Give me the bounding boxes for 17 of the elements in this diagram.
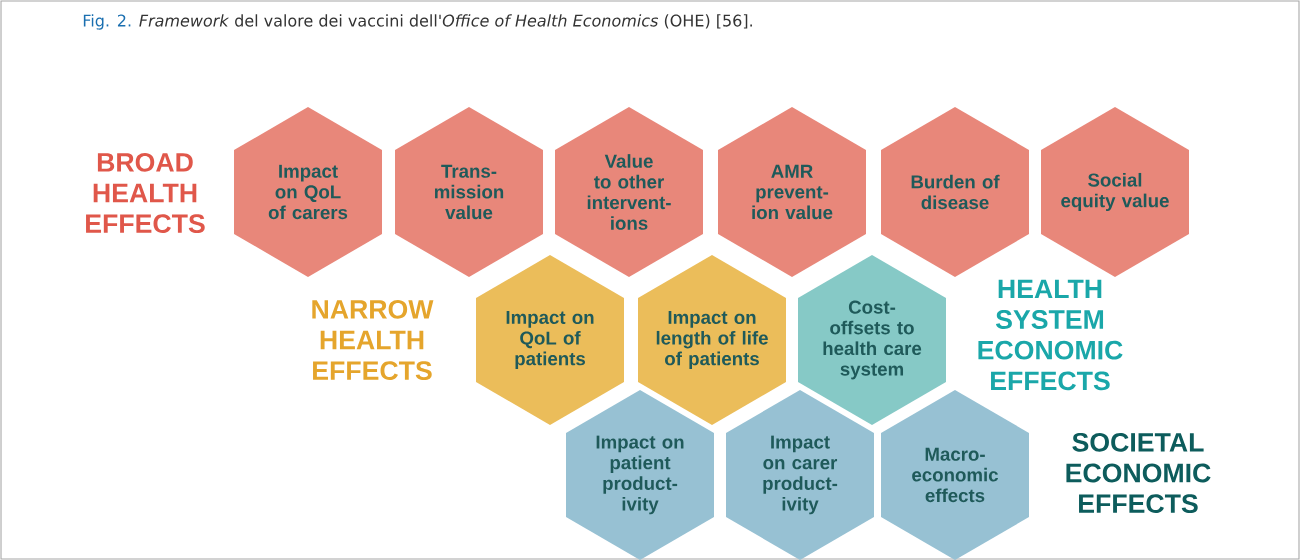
hexagon: AMR prevent- ion value [718, 107, 866, 277]
group-heading: NARROW HEALTH EFFECTS [312, 299, 434, 381]
hexagon: Cost- offsets to health care system [798, 255, 946, 425]
hexagon: Impact on patient product- ivity [566, 390, 714, 560]
figure-caption: Fig. 2. Framework del valore dei vaccini dell'Office of Health Economics (OHE) [56]. [83, 14, 752, 30]
hexagon: Burden of disease [881, 107, 1029, 277]
group-heading: HEALTH SYSTEM ECONOMIC EFFECTS [978, 279, 1123, 391]
hexagon: Impact on QoL of patients [476, 255, 624, 425]
hexagon: Impact on carer product- ivity [726, 390, 874, 560]
hexagon: Impact on length of life of patients [638, 255, 786, 425]
hexagon: Trans- mission value [395, 107, 543, 277]
hexagon: Social equity value [1041, 107, 1189, 277]
group-heading: BROAD HEALTH EFFECTS [86, 152, 205, 234]
hexagon: Value to other intervent- ions [555, 107, 703, 277]
group-heading: SOCIETAL ECONOMIC EFFECTS [1066, 432, 1211, 514]
hexagon: Macro- economic effects [881, 390, 1029, 560]
hexagon: Impact on QoL of carers [234, 107, 382, 277]
